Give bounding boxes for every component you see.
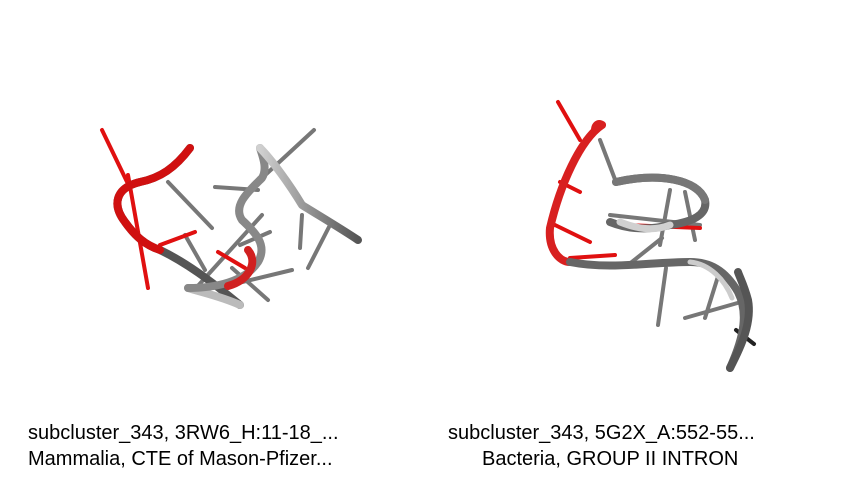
- base-sticks: [598, 138, 750, 327]
- backbone: [113, 144, 362, 309]
- caption-right-line2: Bacteria, GROUP II INTRON: [482, 448, 739, 470]
- caption-left-line2: Mammalia, CTE of Mason-Pfizer...: [28, 448, 333, 470]
- backbone: [545, 120, 753, 372]
- caption-right: subcluster_343, 5G2X_A:552-55... Bacteri…: [448, 420, 755, 472]
- caption-right-line1: subcluster_343, 5G2X_A:552-55...: [448, 422, 755, 444]
- structure-panel-left: subcluster_343, 3RW6_H:11-18_... Mammali…: [28, 128, 362, 472]
- caption-left-line1: subcluster_343, 3RW6_H:11-18_...: [28, 422, 339, 444]
- rna-structure-3rw6: [100, 128, 362, 309]
- structure-panel-right: subcluster_343, 5G2X_A:552-55... Bacteri…: [430, 0, 860, 480]
- rna-structure-5g2x: [545, 100, 756, 372]
- caption-left: subcluster_343, 3RW6_H:11-18_... Mammali…: [28, 420, 339, 472]
- highlight-sticks: [100, 128, 247, 290]
